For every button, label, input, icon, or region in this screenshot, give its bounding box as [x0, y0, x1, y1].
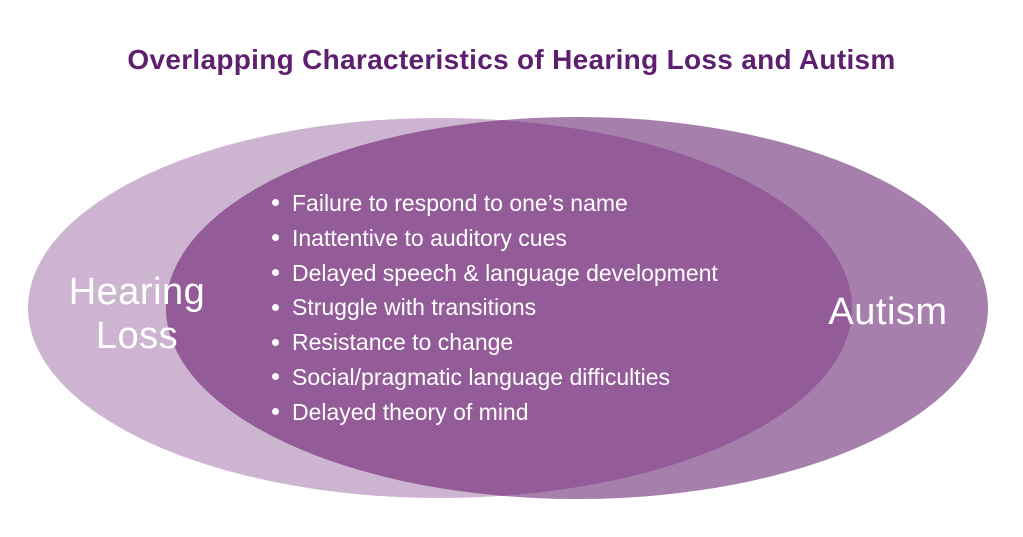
item-text: Social/pragmatic language difficulties: [292, 363, 671, 390]
overlap-region: [166, 118, 852, 498]
diagram-title: Overlapping Characteristics of Hearing L…: [127, 44, 896, 75]
item-text: Delayed theory of mind: [292, 398, 529, 425]
item-text: Delayed speech & language development: [292, 259, 718, 286]
bullet-icon: [272, 303, 279, 311]
hearing-loss-label: Hearing Loss: [52, 270, 222, 358]
bullet-icon: [272, 408, 279, 416]
item-text: Inattentive to auditory cues: [292, 224, 567, 251]
list-item: Delayed speech & language development: [272, 256, 718, 291]
overlap-list: Failure to respond to one’s name Inatten…: [272, 186, 718, 430]
bullet-icon: [272, 373, 279, 381]
bullet-icon: [272, 338, 279, 346]
item-text: Failure to respond to one’s name: [292, 190, 628, 216]
list-item: Resistance to change: [272, 325, 718, 360]
bullet-icon: [272, 234, 279, 242]
list-item: Delayed theory of mind: [272, 395, 718, 430]
autism-label: Autism: [828, 291, 948, 333]
item-text: Resistance to change: [292, 329, 514, 356]
item-text: Struggle with transitions: [292, 294, 537, 321]
hearing-loss-label-line2: Loss: [95, 315, 179, 357]
bullet-icon: [272, 199, 279, 207]
list-item: Inattentive to auditory cues: [272, 221, 718, 256]
list-item: Struggle with transitions: [272, 290, 718, 325]
hearing-loss-label-line1: Hearing: [68, 271, 206, 313]
list-item: Failure to respond to one’s name: [272, 186, 718, 221]
bullet-icon: [272, 269, 279, 277]
list-item: Social/pragmatic language difficulties: [272, 360, 718, 395]
